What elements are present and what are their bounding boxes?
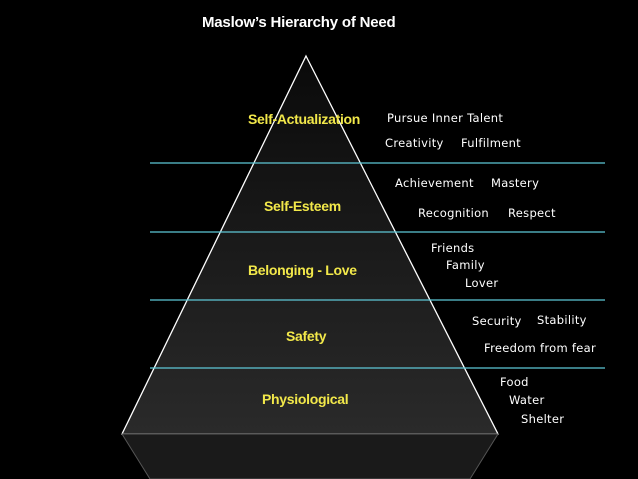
- need-creativity: Creativity: [385, 136, 444, 150]
- need-fulfilment: Fulfilment: [461, 136, 521, 150]
- pyramid-reflection: [121, 433, 499, 479]
- need-shelter: Shelter: [521, 412, 565, 426]
- need-respect: Respect: [508, 206, 556, 220]
- need-family: Family: [446, 258, 485, 272]
- need-pursue-inner-talent: Pursue Inner Talent: [387, 111, 504, 125]
- need-lover: Lover: [465, 276, 499, 290]
- need-recognition: Recognition: [418, 206, 490, 220]
- level-physiological: Physiological: [262, 391, 349, 407]
- need-achievement: Achievement: [395, 176, 474, 190]
- need-mastery: Mastery: [491, 176, 540, 190]
- need-stability: Stability: [537, 313, 587, 327]
- level-self-actualization: Self-Actualization: [248, 111, 361, 127]
- need-water: Water: [509, 393, 545, 407]
- level-belonging-love: Belonging - Love: [248, 262, 357, 278]
- need-freedom-from-fear: Freedom from fear: [484, 341, 597, 355]
- level-safety: Safety: [286, 328, 327, 344]
- need-security: Security: [472, 314, 522, 328]
- diagram-title: Maslow’s Hierarchy of Need: [202, 14, 396, 31]
- need-friends: Friends: [431, 241, 475, 255]
- need-food: Food: [500, 375, 529, 389]
- level-self-esteem: Self-Esteem: [264, 198, 341, 214]
